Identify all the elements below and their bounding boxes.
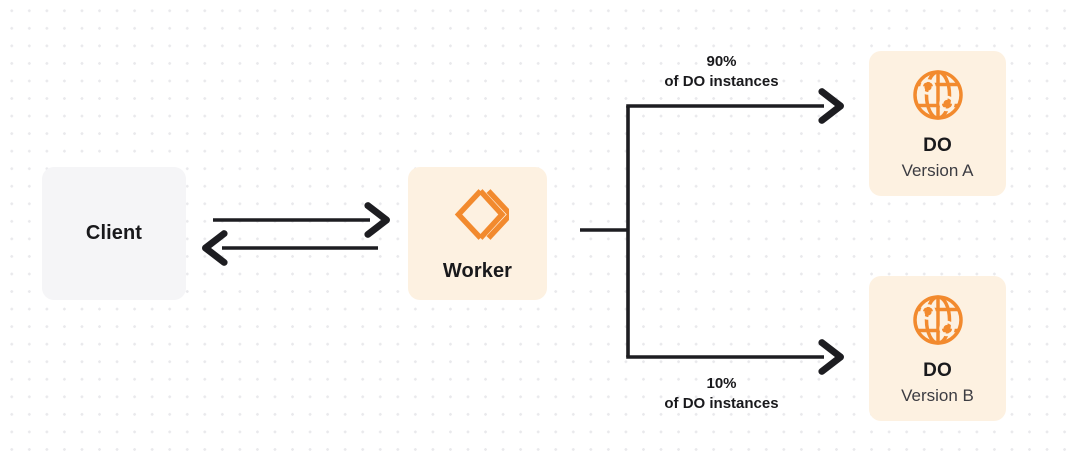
node-do-b-label: DO <box>923 359 952 381</box>
edge-label-do-a: 90% of DO instances <box>634 52 809 92</box>
node-do-version-b[interactable]: DO Version B <box>869 276 1006 421</box>
edge-label-do-b-percent: 10% <box>706 375 737 392</box>
edge-label-do-b-description: of DO instances <box>664 394 779 412</box>
globe-icon <box>909 66 967 124</box>
edge-worker-branch-trunk <box>580 106 630 357</box>
globe-icon <box>909 291 967 349</box>
node-do-version-a[interactable]: DO Version A <box>869 51 1006 196</box>
edge-label-do-a-description: of DO instances <box>664 72 779 90</box>
node-worker[interactable]: Worker <box>408 167 547 300</box>
edge-label-do-b: 10% of DO instances <box>634 374 809 414</box>
node-do-a-version: Version A <box>901 160 974 180</box>
node-worker-label: Worker <box>442 260 513 282</box>
cloudflare-workers-icon <box>447 184 514 246</box>
node-client-label: Client <box>85 222 143 244</box>
node-client[interactable]: Client <box>42 167 186 300</box>
node-do-a-label: DO <box>923 134 952 156</box>
edge-label-do-a-percent: 90% <box>706 53 737 70</box>
node-do-b-version: Version B <box>901 385 974 405</box>
